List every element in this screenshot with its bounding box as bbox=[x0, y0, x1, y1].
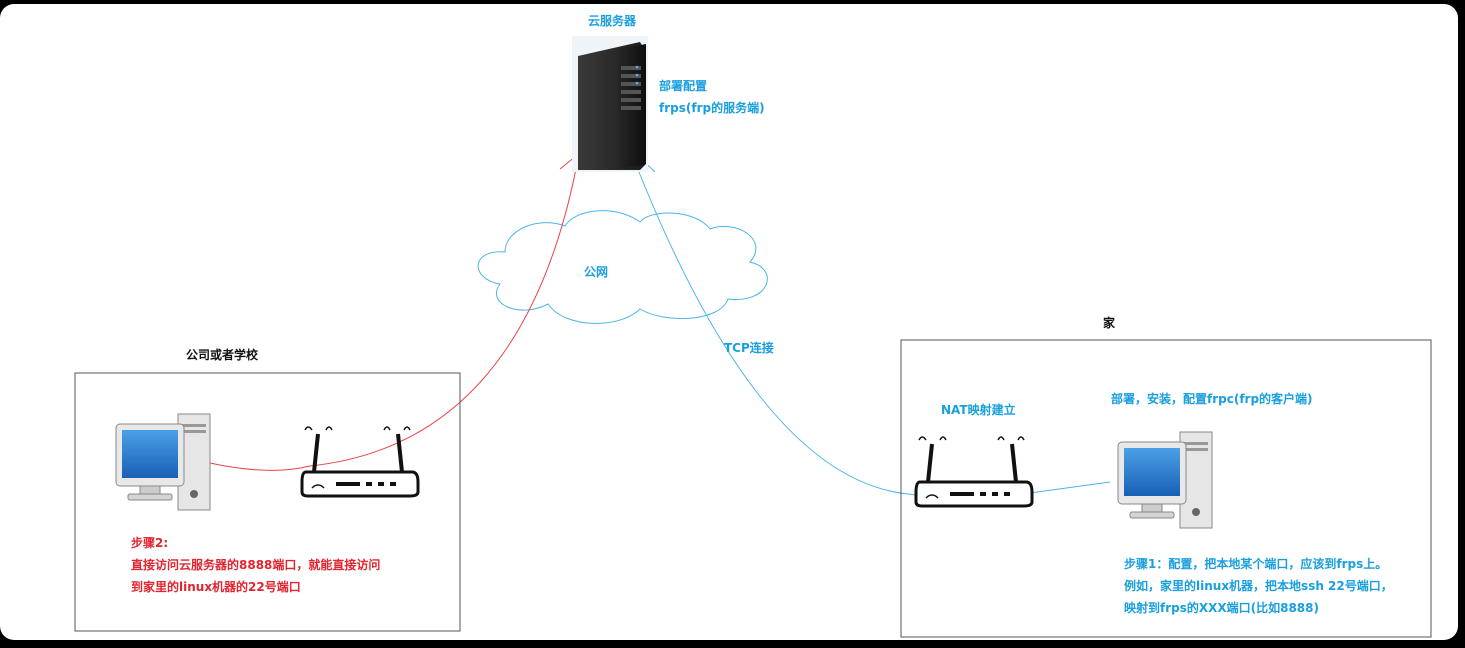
office-area-box bbox=[74, 372, 461, 632]
step2-title: 步骤2: bbox=[131, 536, 169, 550]
office-title: 公司或者学校 bbox=[186, 348, 259, 362]
step1-line2: 例如，家里的linux机器，把本地ssh 22号端口， bbox=[1124, 579, 1393, 593]
home-title: 家 bbox=[1103, 316, 1116, 330]
step1-line1: 步骤1：配置，把本地某个端口，应该到frps上。 bbox=[1124, 557, 1388, 571]
red-link-office-to-server bbox=[209, 168, 577, 471]
wifi-router-icon bbox=[300, 426, 420, 498]
server-icon bbox=[572, 36, 648, 172]
desktop-computer-icon bbox=[1117, 431, 1213, 529]
diagram-drawing bbox=[74, 36, 1432, 638]
step1-line3: 映射到frps的XXX端口(比如8888) bbox=[1124, 601, 1319, 615]
internet-label: 公网 bbox=[584, 265, 609, 279]
frpc-install-note: 部署，安装，配置frpc(frp的客户端) bbox=[1111, 392, 1313, 406]
step2-line2: 到家里的linux机器的22号端口 bbox=[131, 580, 301, 594]
cloud-icon bbox=[477, 210, 768, 324]
cloud-server-title: 云服务器 bbox=[588, 14, 637, 28]
diagram-canvas: 云服务器 部署配置 frps(frp的服务端) 公网 TCP连接 公司或者学校 … bbox=[0, 4, 1458, 640]
nat-mapping-label: NAT映射建立 bbox=[941, 403, 1016, 417]
blue-link-home-to-server bbox=[634, 161, 1111, 499]
home-area-box bbox=[900, 339, 1432, 638]
desktop-computer-icon bbox=[115, 413, 211, 511]
step2-line1: 直接访问云服务器的8888端口，就能直接访问 bbox=[131, 558, 381, 572]
cloud-server-note-line2: frps(frp的服务端) bbox=[659, 101, 765, 115]
tcp-connection-label: TCP连接 bbox=[724, 341, 774, 355]
wifi-router-icon bbox=[914, 436, 1034, 508]
cloud-server-note-line1: 部署配置 bbox=[659, 79, 708, 93]
